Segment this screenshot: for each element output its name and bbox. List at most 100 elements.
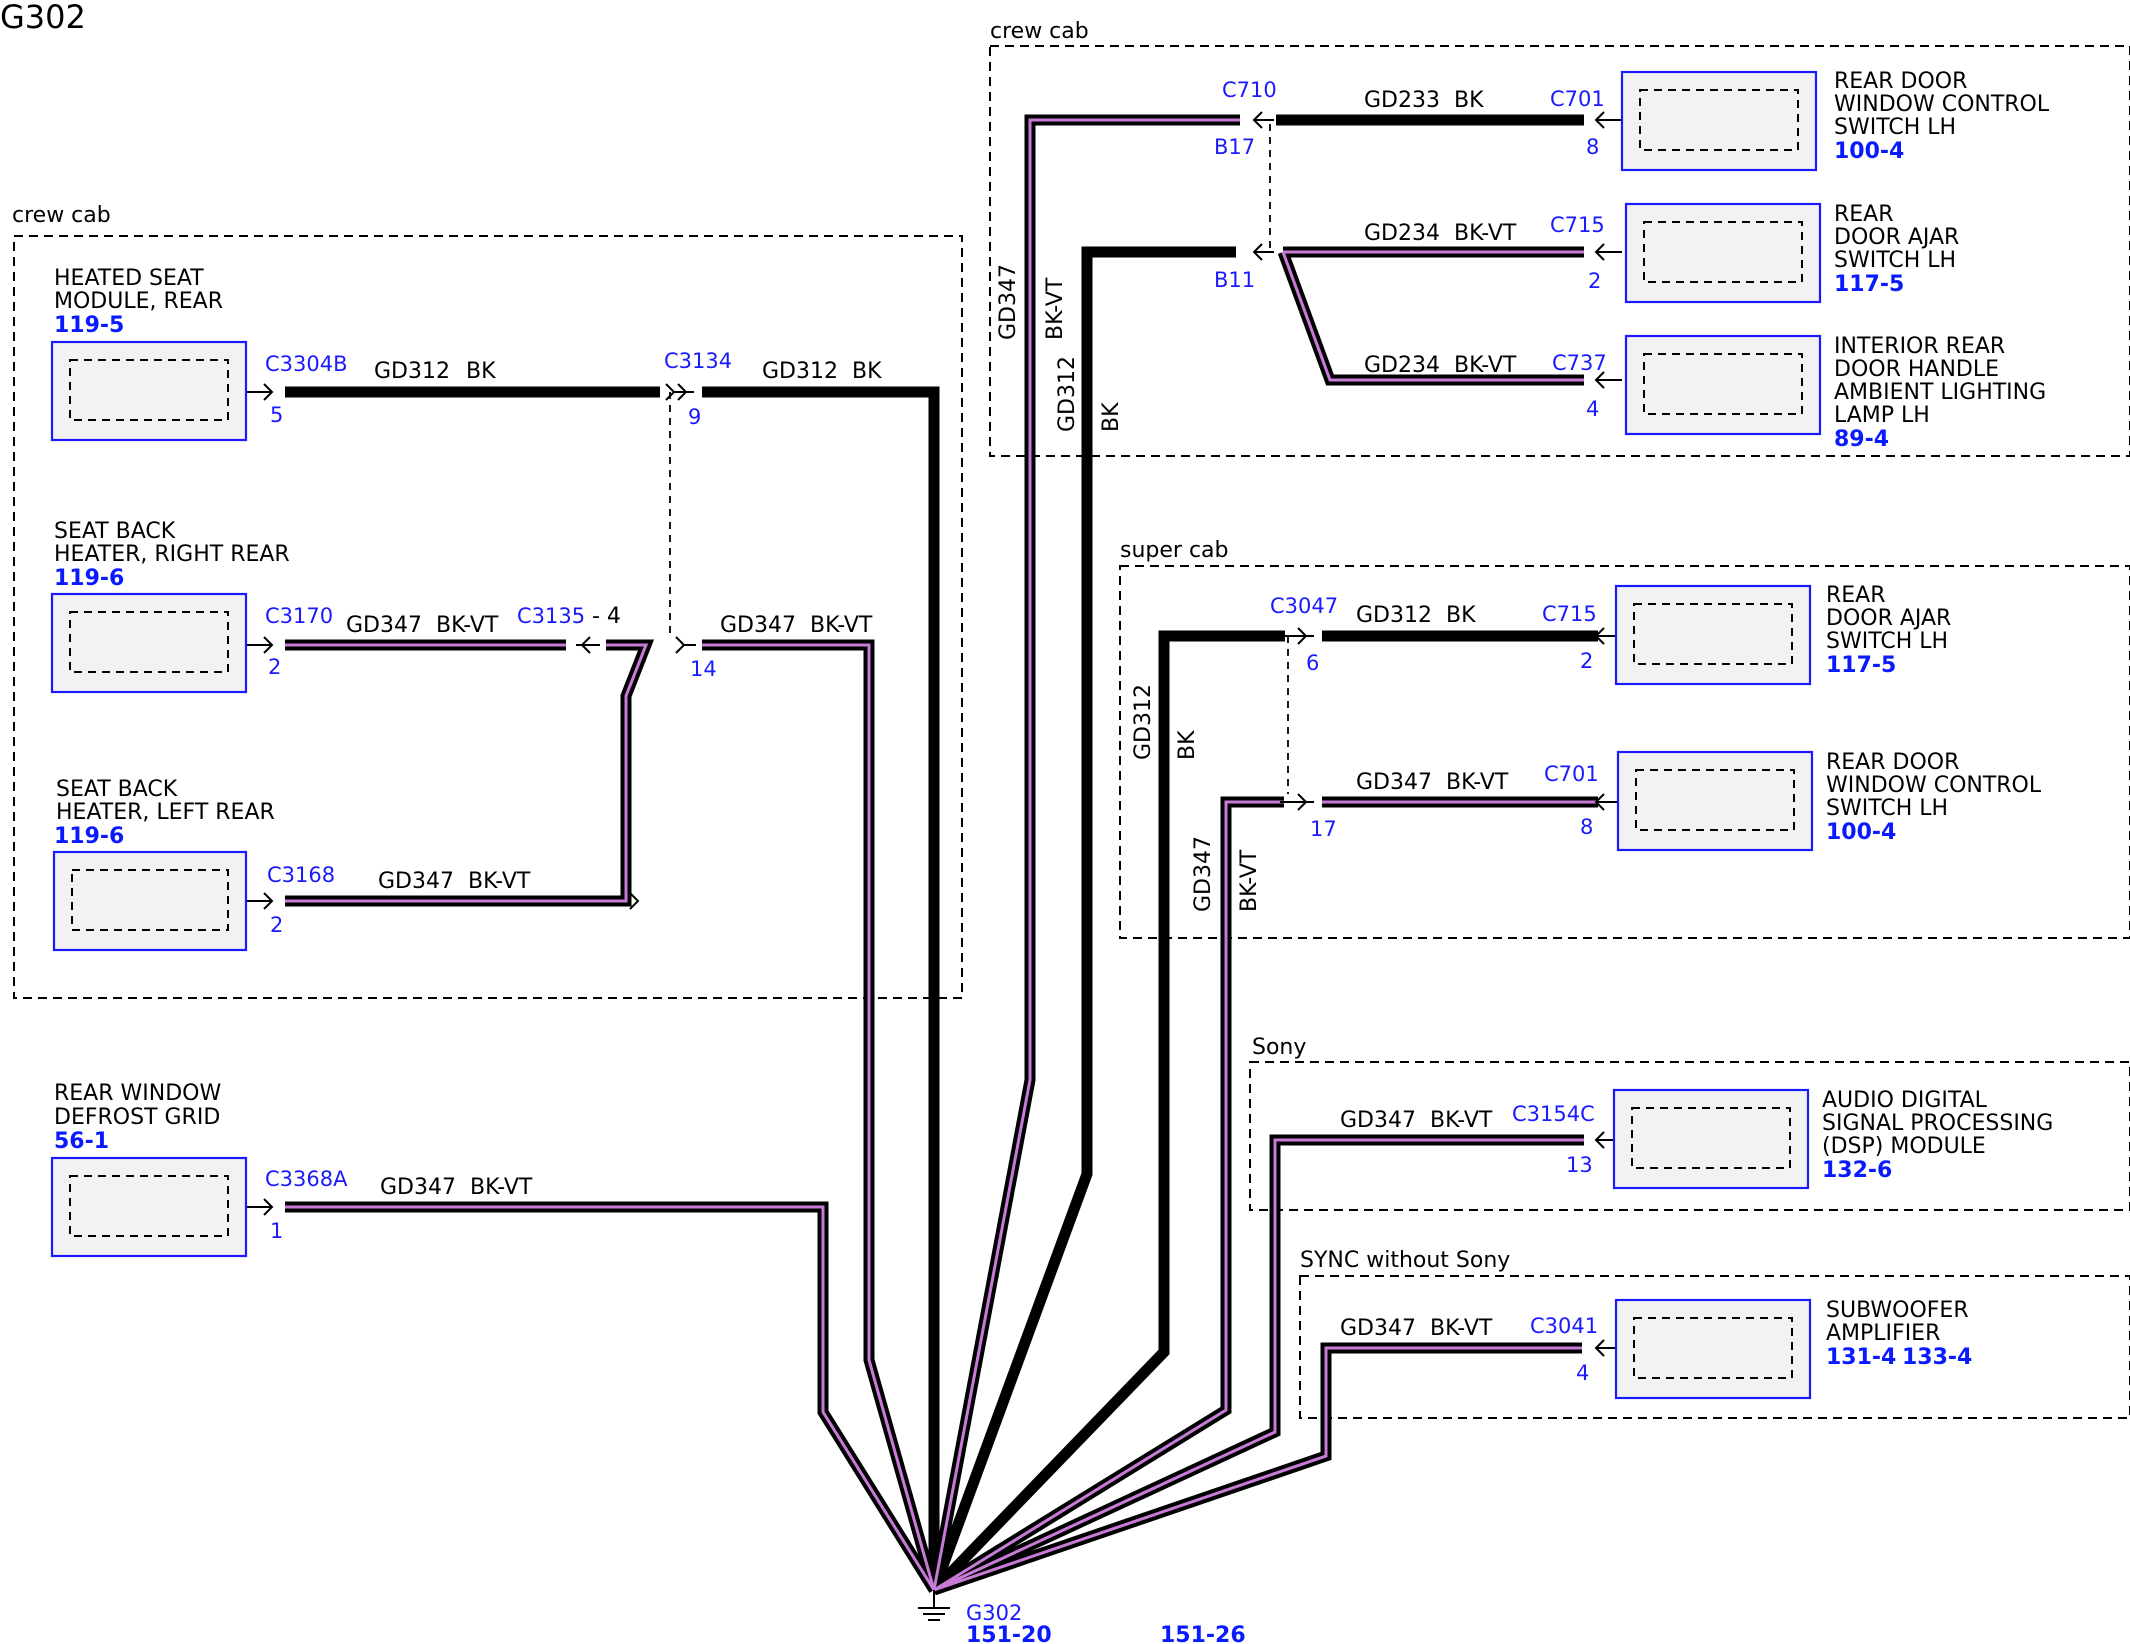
component-dsp-module[interactable]: AUDIO DIGITAL SIGNAL PROCESSING (DSP) MO… xyxy=(1612,1088,2053,1190)
page-ref-link[interactable]: 119-6 xyxy=(54,824,124,849)
component-name: AUDIO DIGITAL xyxy=(1822,1088,1988,1113)
page-ref-link[interactable]: 100-4 xyxy=(1826,820,1896,845)
component-name: WINDOW CONTROL xyxy=(1826,773,2042,798)
component-interior-ambient-lamp[interactable]: INTERIOR REAR DOOR HANDLE AMBIENT LIGHTI… xyxy=(1624,334,2046,452)
component-name: SIGNAL PROCESSING xyxy=(1822,1111,2053,1136)
component-name: HEATER, LEFT REAR xyxy=(56,800,275,825)
wire-gd312-crew-b11 xyxy=(928,246,1236,1592)
pin-number: 2 xyxy=(268,655,281,679)
wire-color-label: BK-VT xyxy=(810,613,873,638)
region-sony: Sony xyxy=(1249,1035,2130,1211)
component-name: WINDOW CONTROL xyxy=(1834,92,2050,117)
connector-symbol xyxy=(675,636,696,654)
wire-color-label: BK-VT xyxy=(1043,277,1068,340)
component-name: (DSP) MODULE xyxy=(1822,1134,1986,1159)
wire-circuit-label: GD347 xyxy=(720,613,796,638)
connector-label: C3168 xyxy=(267,863,335,887)
wire-color-label: BK-VT xyxy=(468,869,531,894)
component-name: AMBIENT LIGHTING xyxy=(1834,380,2046,405)
page-ref-link[interactable]: 89-4 xyxy=(1834,427,1889,452)
wire-circuit-label: GD312 xyxy=(1131,684,1156,760)
wire-labels: GD312 BK GD312 BK GD347 BK-VT GD347 BK-V… xyxy=(346,88,1517,1341)
component-name: DEFROST GRID xyxy=(54,1105,220,1130)
component-subwoofer-amplifier[interactable]: SUBWOOFER AMPLIFIER 131-4 133-4 xyxy=(1614,1298,1972,1400)
page-ref-link[interactable]: 117-5 xyxy=(1826,653,1896,678)
pin-number: 1 xyxy=(270,1219,283,1243)
pin-number: 8 xyxy=(1586,135,1599,159)
component-name: HEATER, RIGHT REAR xyxy=(54,542,290,567)
page-ref-link[interactable]: 133-4 xyxy=(1902,1345,1972,1370)
component-name: SEAT BACK xyxy=(56,777,178,802)
wire-gd312-heated-seat xyxy=(285,386,940,1590)
component-rear-door-window-switch-super[interactable]: REAR DOOR WINDOW CONTROL SWITCH LH 100-4 xyxy=(1616,750,2042,852)
region-label: crew cab xyxy=(990,19,1089,44)
page-ref-link[interactable]: 151-26 xyxy=(1160,1623,1246,1644)
connector-labels: C3304B C3134 C3170 C3135 - 4 C3168 C3368… xyxy=(265,78,1607,1338)
page-ref-link[interactable]: 119-6 xyxy=(54,566,124,591)
connector-symbol xyxy=(1280,627,1314,645)
wire-color-label: BK-VT xyxy=(1454,353,1517,378)
page-ref-link[interactable]: 132-6 xyxy=(1822,1158,1892,1183)
wire-circuit-label: GD347 xyxy=(378,869,454,894)
wire-circuit-label: GD347 xyxy=(346,613,422,638)
component-name: SWITCH LH xyxy=(1826,796,1948,821)
wire-color-label: BK-VT xyxy=(1430,1108,1493,1133)
region-super-cab: super cab xyxy=(1119,538,2130,939)
component-rear-door-ajar-switch-super[interactable]: REAR DOOR AJAR SWITCH LH 117-5 xyxy=(1614,583,1951,686)
component-name: DOOR AJAR xyxy=(1834,225,1959,250)
component-rear-door-window-switch-crew[interactable]: REAR DOOR WINDOW CONTROL SWITCH LH 100-4 xyxy=(1620,69,2050,172)
page-ref-link[interactable]: 56-1 xyxy=(54,1129,109,1154)
component-name: REAR DOOR xyxy=(1834,69,1967,94)
connector-symbol xyxy=(665,383,694,401)
component-name: LAMP LH xyxy=(1834,403,1930,428)
ground-label: G302 xyxy=(966,1601,1022,1625)
component-name: DOOR HANDLE xyxy=(1834,357,1999,382)
wire-gd347-bkvt-stripe xyxy=(285,118,1598,1592)
pin-number: B17 xyxy=(1214,135,1255,159)
page-ref-link[interactable]: 151-20 xyxy=(966,1623,1052,1644)
component-rear-door-ajar-switch-crew[interactable]: REAR DOOR AJAR SWITCH LH 117-5 xyxy=(1624,202,1959,304)
wire-color-label: BK xyxy=(1454,88,1484,113)
wire-color-label: BK xyxy=(466,359,496,384)
component-seat-back-heater-lr[interactable]: SEAT BACK HEATER, LEFT REAR 119-6 xyxy=(52,777,275,952)
component-rear-window-defrost[interactable]: REAR WINDOW DEFROST GRID 56-1 xyxy=(50,1081,248,1258)
connector-label: C3154C xyxy=(1512,1102,1595,1126)
ground-g302[interactable]: G302 151-20 151-26 xyxy=(918,1590,1246,1644)
pin-number: 4 xyxy=(1586,397,1599,421)
component-name: SWITCH LH xyxy=(1826,629,1948,654)
region-sync: SYNC without Sony xyxy=(1299,1248,2130,1419)
wire-color-label: BK-VT xyxy=(1454,221,1517,246)
pin-number: 13 xyxy=(1566,1153,1593,1177)
pin-number: 14 xyxy=(690,657,717,681)
component-name: INTERIOR REAR xyxy=(1834,334,2005,359)
wire-circuit-label: GD347 xyxy=(996,264,1021,340)
connector-label: C3135 xyxy=(517,604,585,628)
component-name: REAR xyxy=(1834,202,1894,227)
pin-labels: 5 9 2 14 2 1 B17 8 B11 2 4 6 2 17 8 13 4 xyxy=(268,135,1601,1385)
ground-icon xyxy=(918,1590,950,1621)
pin-number: 4 xyxy=(1576,1361,1589,1385)
pin-number: 2 xyxy=(1588,269,1601,293)
component-seat-back-heater-rr[interactable]: SEAT BACK HEATER, RIGHT REAR 119-6 xyxy=(50,519,290,694)
component-heated-seat-module[interactable]: HEATED SEAT MODULE, REAR 119-5 xyxy=(50,266,248,442)
connector-symbol xyxy=(1252,243,1274,261)
wire-circuit-label: GD233 xyxy=(1364,88,1440,113)
component-name: HEATED SEAT xyxy=(54,266,204,291)
wire-circuit-label: GD347 xyxy=(1340,1316,1416,1341)
page-ref-link[interactable]: 119-5 xyxy=(54,313,124,338)
connector-label: C3041 xyxy=(1530,1314,1598,1338)
connector-symbol xyxy=(1252,111,1274,129)
connector-symbol xyxy=(246,1198,274,1216)
page-ref-link[interactable]: 131-4 xyxy=(1826,1345,1896,1370)
connector-label: C715 xyxy=(1542,602,1597,626)
region-label: Sony xyxy=(1252,1035,1306,1060)
page-ref-link[interactable]: 117-5 xyxy=(1834,272,1904,297)
page-ref-link[interactable]: 100-4 xyxy=(1834,139,1904,164)
wire-circuit-label: GD312 xyxy=(762,359,838,384)
region-crew-cab-left: crew cab xyxy=(12,203,963,999)
component-name: SUBWOOFER xyxy=(1826,1298,1969,1323)
region-label: crew cab xyxy=(12,203,111,228)
pin-number: 6 xyxy=(1306,651,1319,675)
connector-symbol xyxy=(246,383,274,401)
